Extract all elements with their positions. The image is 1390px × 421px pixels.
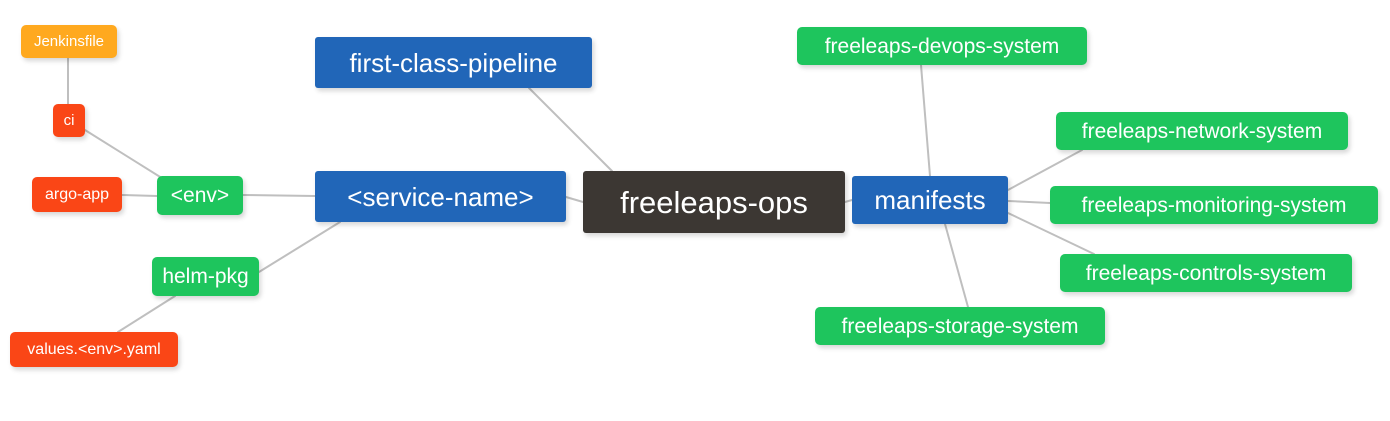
edge-manifests-to-freeleaps-storage-system [944,223,969,308]
node-freeleaps-storage-system[interactable]: freeleaps-storage-system [815,307,1105,345]
edge-manifests-to-freeleaps-monitoring-system [1007,200,1051,204]
node-freeleaps-monitoring-system[interactable]: freeleaps-monitoring-system [1050,186,1378,224]
node-label: <env> [170,184,230,207]
node-jenkinsfile[interactable]: Jenkinsfile [21,25,117,58]
node-first-class-pipeline[interactable]: first-class-pipeline [315,37,592,88]
node-service-name[interactable]: <service-name> [315,171,566,222]
node-helm-pkg[interactable]: helm-pkg [152,257,259,296]
node-ci[interactable]: ci [53,104,85,137]
node-label: Jenkinsfile [33,33,105,50]
node-label: freeleaps-ops [620,184,808,220]
node-freeleaps-controls-system[interactable]: freeleaps-controls-system [1060,254,1352,292]
edge-env-to-ci [84,129,166,181]
edge-service-name-to-env [242,194,316,197]
node-label: ci [63,112,75,129]
node-label: freeleaps-storage-system [841,314,1079,338]
edge-freeleaps-ops-to-manifests [844,199,853,203]
node-label: values.<env>.yaml [27,340,161,358]
node-freeleaps-network-system[interactable]: freeleaps-network-system [1056,112,1348,150]
edge-helm-pkg-to-values-env-yaml [117,295,176,333]
node-env[interactable]: <env> [157,176,243,215]
node-freeleaps-devops-system[interactable]: freeleaps-devops-system [797,27,1087,65]
node-label: freeleaps-network-system [1081,119,1323,143]
node-freeleaps-ops[interactable]: freeleaps-ops [583,171,845,233]
edge-service-name-to-helm-pkg [258,221,341,273]
node-argo-app[interactable]: argo-app [32,177,122,212]
edge-env-to-argo-app [121,194,158,197]
node-label: freeleaps-controls-system [1085,261,1327,285]
edge-freeleaps-ops-to-first-class-pipeline [528,87,613,172]
edge-freeleaps-ops-to-service-name [565,196,584,203]
edge-manifests-to-freeleaps-devops-system [920,64,931,177]
node-label: argo-app [44,185,110,203]
node-values-env-yaml[interactable]: values.<env>.yaml [10,332,178,367]
node-label: first-class-pipeline [349,47,558,78]
edge-manifests-to-freeleaps-network-system [1007,149,1083,191]
node-manifests[interactable]: manifests [852,176,1008,224]
node-label: freeleaps-devops-system [824,34,1060,58]
node-label: helm-pkg [162,265,249,288]
node-label: <service-name> [347,181,534,212]
node-label: manifests [874,185,986,215]
node-label: freeleaps-monitoring-system [1081,193,1347,217]
